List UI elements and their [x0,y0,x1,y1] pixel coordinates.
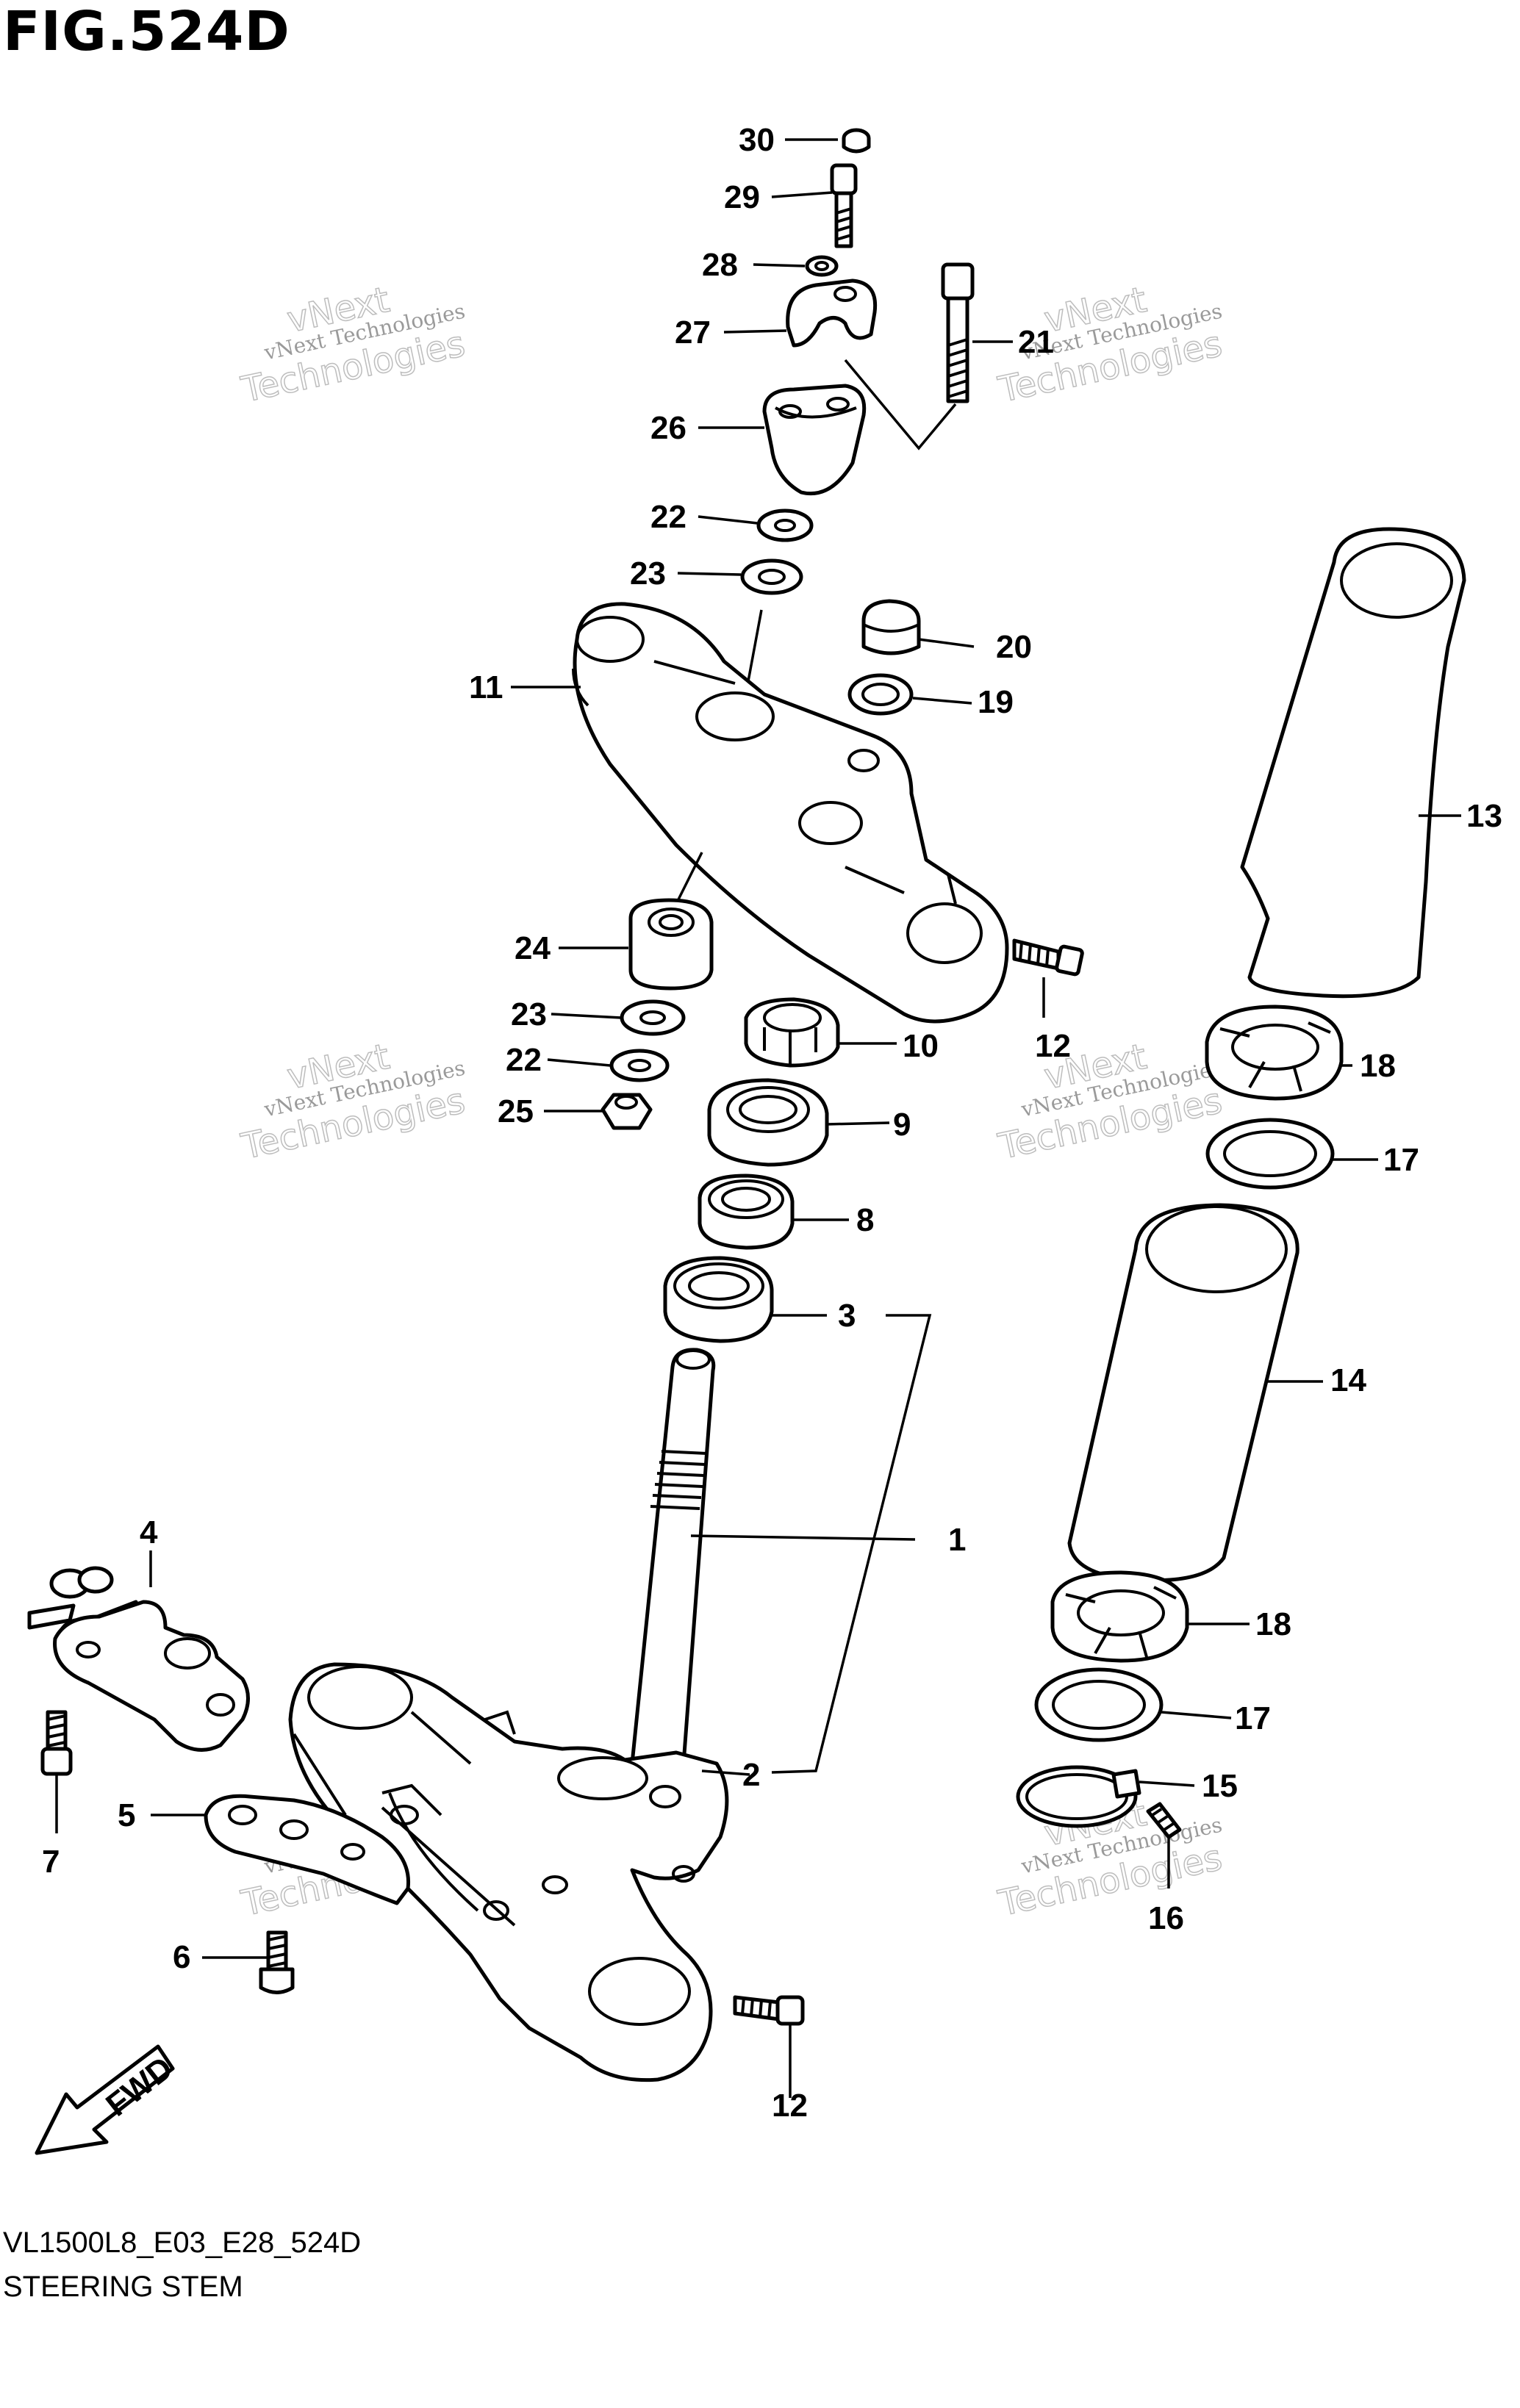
model-code: VL1500L8_E03_E28_524D [3,2226,362,2259]
part-22-washer-upper [756,508,814,542]
callout-11: 11 [469,669,503,705]
callout-8: 8 [856,1202,874,1238]
callout-12-lower: 12 [772,2088,808,2124]
part-23-washer-lower [620,999,686,1036]
part-7-screw [40,1710,73,1776]
part-21-bolt [941,262,975,403]
part-11-upper-bracket [572,602,1009,1024]
part-6-bolt [259,1930,295,1994]
callout-29: 29 [724,179,760,215]
figure-caption: STEERING STEM [3,2271,243,2303]
part-19-washer [847,673,914,716]
callout-12-upper: 12 [1035,1028,1071,1064]
part-9-dust-seal [707,1078,829,1167]
callout-9: 9 [893,1107,911,1143]
watermark-3: vNext vNext Technologies Technologies [237,1035,469,1168]
callout-22-lower: 22 [506,1042,542,1078]
lead-21-to-holder [844,359,957,450]
part-27-handlebar-holder-upper [786,278,878,348]
callout-16: 16 [1148,1900,1184,1936]
callout-17-upper: 17 [1383,1142,1419,1178]
callout-23-upper: 23 [630,556,666,592]
part-17-washer-upper [1205,1118,1335,1190]
callout-17-lower: 17 [1235,1700,1271,1736]
part-1-steering-stem [630,1348,716,1766]
callout-4: 4 [140,1514,158,1550]
part-3-bearing [663,1256,774,1343]
callout-18-upper: 18 [1360,1048,1396,1084]
part-13-upper-cover [1240,527,1466,999]
part-16-screw [1146,1802,1182,1839]
figure-title: FIG.524D [3,0,290,63]
part-20-cap [861,599,921,655]
fwd-direction-arrow: FWD [35,2044,179,2155]
part-4-ignition-switch [27,1566,250,1752]
callout-13: 13 [1466,798,1502,834]
callout-10: 10 [903,1028,939,1064]
callout-30: 30 [739,122,775,158]
callout-labels: 1 2 3 4 5 6 7 8 9 10 11 12 12 13 14 15 1… [42,122,1502,2124]
leader-lines [55,138,1461,2098]
part-12-bolt-upper [1012,938,1084,977]
part-12-bolt-lower [733,1995,805,2026]
callout-7: 7 [42,1844,60,1880]
callout-24: 24 [515,930,551,966]
callout-27: 27 [675,315,711,351]
callout-22-upper: 22 [650,499,686,535]
part-17-washer-lower [1034,1667,1164,1742]
callout-25: 25 [498,1093,534,1129]
watermark-4: vNext vNext Technologies Technologies [994,1035,1226,1168]
callout-14: 14 [1330,1362,1366,1398]
part-18-cushion-upper [1205,1004,1344,1101]
part-18-cushion-lower [1050,1570,1189,1663]
watermark-1: vNext vNext Technologies Technologies [237,278,469,411]
part-28-washer [805,255,839,277]
callout-26: 26 [650,410,686,446]
part-2-lower-bracket [288,1662,729,2082]
part-8-bearing [698,1174,795,1250]
part-5-cover [204,1794,411,1905]
callout-23-lower: 23 [511,996,547,1032]
part-15-clamp [1016,1765,1141,1828]
part-25-nut [601,1093,653,1130]
part-22-washer-lower [609,1049,670,1082]
part-24-spacer [628,898,714,991]
callout-5: 5 [118,1797,135,1833]
part-14-lower-cover [1067,1203,1299,1583]
part-30-cap [842,128,871,154]
part-26-handlebar-holder-lower [762,384,867,496]
callout-20: 20 [996,629,1032,665]
callout-3: 3 [838,1298,856,1334]
callout-1: 1 [948,1522,966,1558]
callout-2: 2 [742,1757,760,1793]
part-29-bolt [830,163,858,248]
callout-18-lower: 18 [1255,1606,1291,1642]
callout-21: 21 [1018,324,1054,360]
callout-15: 15 [1202,1768,1238,1804]
part-23-washer-upper [740,558,803,595]
callout-6: 6 [173,1939,190,1975]
callout-28: 28 [702,247,738,283]
callout-19: 19 [978,684,1014,720]
part-10-stem-nut [744,997,840,1068]
